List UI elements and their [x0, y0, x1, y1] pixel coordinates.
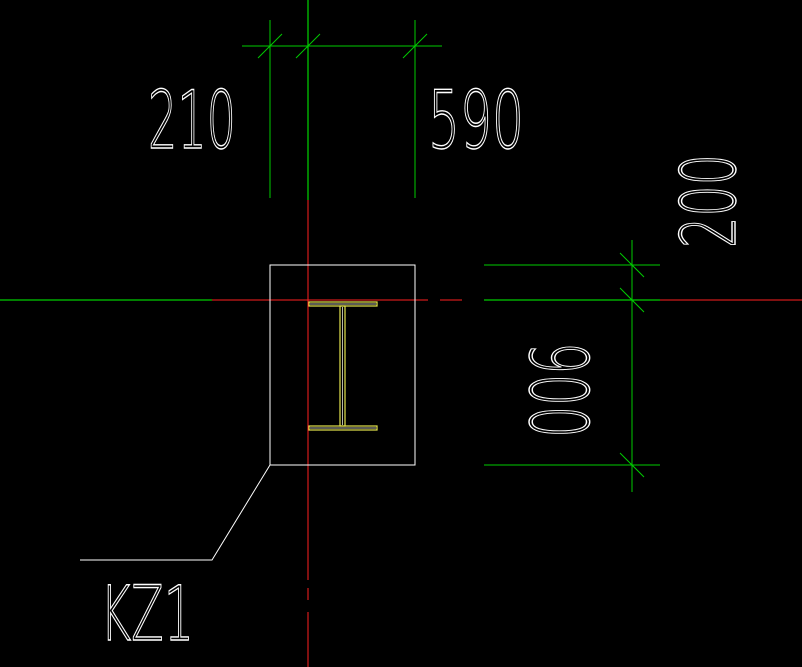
label-leader-line	[80, 464, 271, 561]
dimension-left-text: 210	[148, 74, 236, 167]
top-tick-left	[257, 33, 283, 59]
right-tick-mid	[619, 287, 645, 313]
column-outline	[269, 264, 416, 466]
dimension-bottom-text: 900	[511, 342, 604, 438]
right-tick-bottom	[619, 452, 645, 478]
right-tick-top	[619, 252, 645, 278]
steel-i-section	[308, 301, 378, 431]
dimension-right-text: 590	[428, 74, 524, 167]
right-dimension	[484, 240, 660, 492]
top-tick-right	[402, 33, 428, 59]
column-label: KZ1	[100, 569, 194, 658]
dimension-top-text: 200	[664, 154, 753, 248]
top-tick-mid	[295, 33, 321, 59]
top-dimension	[242, 20, 442, 198]
steel-bottom-flange	[308, 425, 378, 431]
